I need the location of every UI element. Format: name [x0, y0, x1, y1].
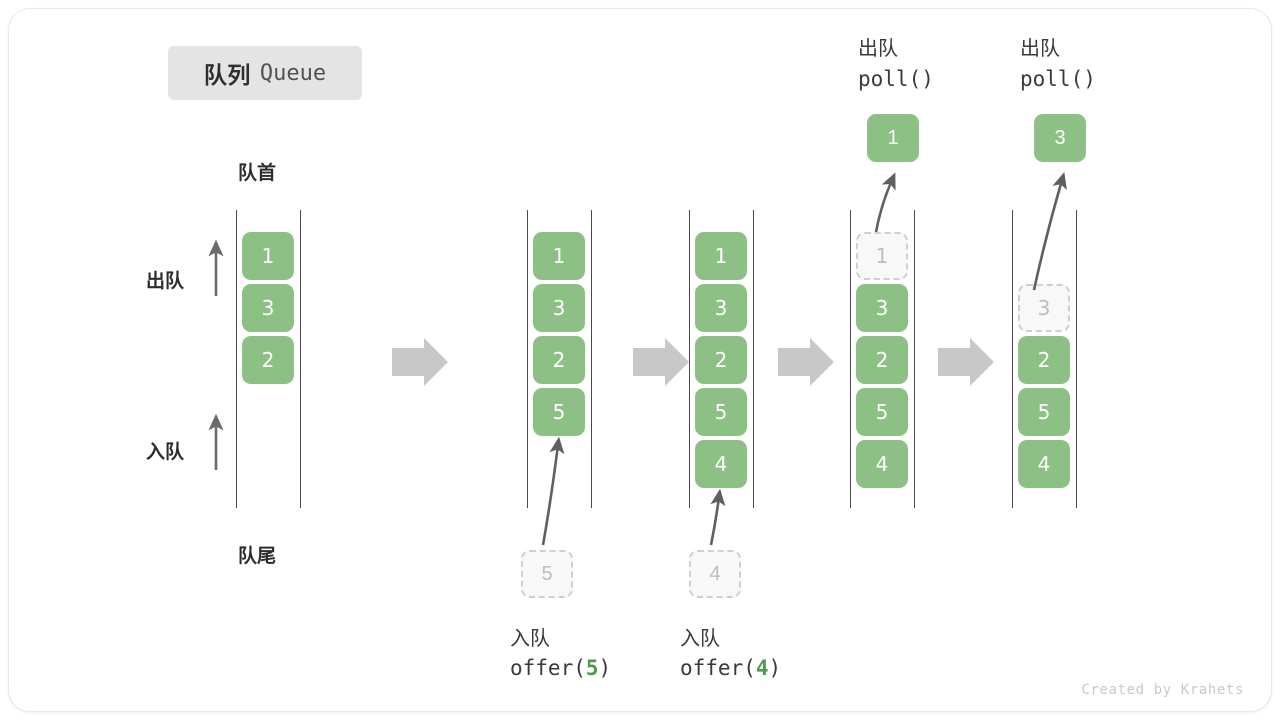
step-3-caption-cn: 入队: [680, 628, 720, 650]
queue-rail-left: [236, 210, 237, 508]
code-paren-close: ): [598, 656, 612, 680]
queue-cell: 4: [856, 440, 908, 488]
queue-cell: 4: [695, 440, 747, 488]
code-paren-close: ): [768, 656, 782, 680]
step-4-caption-cn: 出队: [858, 38, 898, 60]
queue-cell: 5: [1018, 388, 1070, 436]
queue-rail-left: [689, 210, 690, 508]
popped-cell: 3: [1034, 114, 1086, 162]
queue-cell: 3: [533, 284, 585, 332]
dequeue-direction-label: 出队: [146, 271, 185, 292]
queue-column-step-4-poll-1: 1 3 2 5 4: [850, 210, 915, 508]
queue-cell: 5: [695, 388, 747, 436]
queue-cell: 1: [242, 232, 294, 280]
queue-rail-right: [1076, 210, 1077, 508]
credit-label: Created by Krahets: [1081, 682, 1244, 698]
step-3-caption-code: offer(4): [680, 656, 781, 680]
queue-cell: 3: [695, 284, 747, 332]
queue-cell: 3: [856, 284, 908, 332]
queue-rail-right: [300, 210, 301, 508]
queue-column-step-2-offer-5: 1 3 2 5: [527, 210, 592, 508]
pending-enqueue-cell: 4: [689, 550, 741, 598]
queue-cell: 2: [695, 336, 747, 384]
code-arg: 5: [585, 656, 599, 680]
step-4-caption-code: poll(): [858, 67, 934, 91]
queue-cell: 3: [242, 284, 294, 332]
code-fn-name: offer(: [510, 656, 586, 680]
queue-cell: 2: [1018, 336, 1070, 384]
queue-cell: 5: [533, 388, 585, 436]
queue-cell: 2: [856, 336, 908, 384]
queue-cell: 4: [1018, 440, 1070, 488]
code-fn-name: offer(: [680, 656, 756, 680]
title-label-en: Queue: [259, 60, 327, 86]
diagram-title-badge: 队列 Queue: [168, 46, 362, 100]
step-5-caption-code: poll(): [1020, 67, 1096, 91]
queue-rail-right: [591, 210, 592, 508]
queue-column-step-3-offer-4: 1 3 2 5 4: [689, 210, 754, 508]
step-5-caption-cn: 出队: [1020, 38, 1060, 60]
title-label-cn: 队列: [203, 62, 251, 88]
queue-cell: 2: [533, 336, 585, 384]
step-2-caption-code: offer(5): [510, 656, 611, 680]
queue-cell-ghost: 1: [856, 232, 908, 280]
queue-rail-right: [753, 210, 754, 508]
queue-front-label: 队首: [238, 163, 277, 184]
step-2-caption-cn: 入队: [510, 628, 550, 650]
diagram-card: [8, 8, 1272, 712]
queue-rail-left: [527, 210, 528, 508]
pending-enqueue-cell: 5: [521, 550, 573, 598]
queue-rail-left: [850, 210, 851, 508]
queue-cell: 1: [533, 232, 585, 280]
queue-column-step-1-initial: 1 3 2: [236, 210, 301, 508]
popped-cell: 1: [867, 114, 919, 162]
queue-cell-ghost: 3: [1018, 284, 1070, 332]
code-arg: 4: [755, 656, 769, 680]
queue-cell: 5: [856, 388, 908, 436]
queue-rear-label: 队尾: [238, 546, 277, 567]
queue-cell: 2: [242, 336, 294, 384]
enqueue-direction-label: 入队: [146, 442, 185, 463]
queue-rail-left: [1012, 210, 1013, 508]
queue-rail-right: [914, 210, 915, 508]
queue-cell: 1: [695, 232, 747, 280]
queue-column-step-5-poll-3: 3 2 5 4: [1012, 210, 1077, 508]
